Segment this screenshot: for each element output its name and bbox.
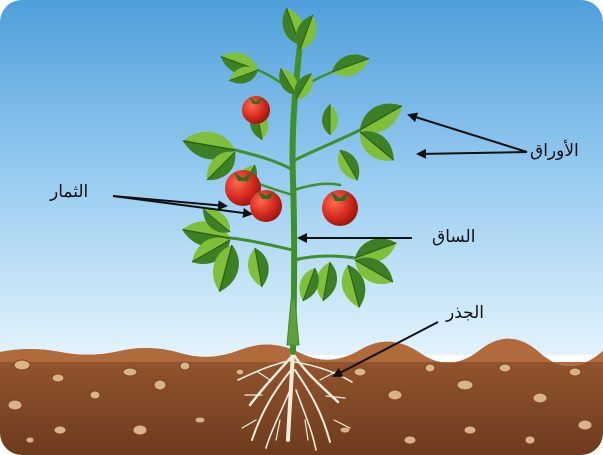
label-leaves: الأوراق bbox=[530, 143, 579, 160]
tomato bbox=[242, 96, 270, 124]
tomato bbox=[250, 190, 282, 222]
label-fruits: الثمار bbox=[50, 184, 88, 201]
label-stem: الساق bbox=[432, 229, 475, 246]
tomato bbox=[322, 190, 358, 226]
label-root: الجذر bbox=[446, 305, 484, 322]
